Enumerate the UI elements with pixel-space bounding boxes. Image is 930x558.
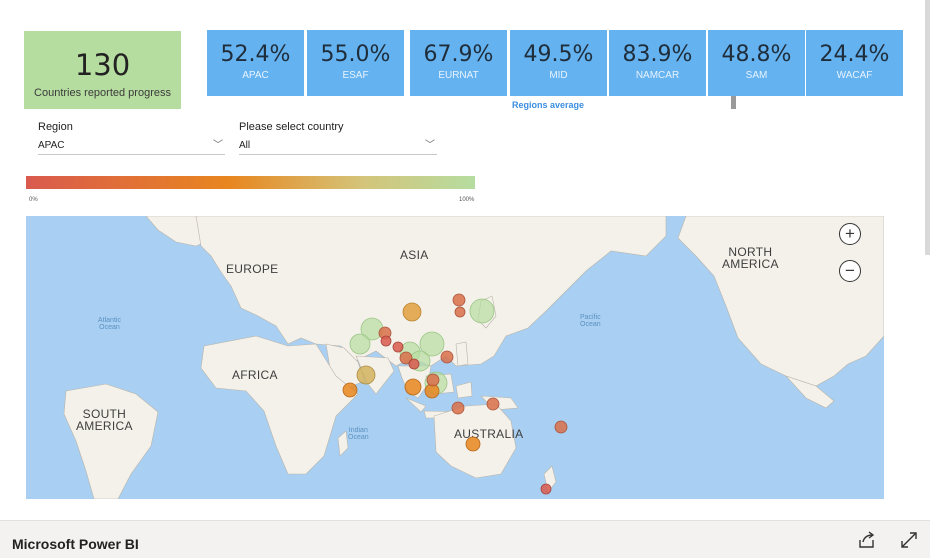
region-dropdown[interactable]: APAC ﹀ xyxy=(38,137,225,155)
region-dropdown-value: APAC xyxy=(38,140,65,151)
region-pct: 24.4% xyxy=(819,42,890,67)
world-map[interactable]: EUROPE ASIA NORTH AMERICA AFRICA SOUTH A… xyxy=(26,216,884,499)
country-bubble xyxy=(392,341,404,353)
country-bubble xyxy=(408,358,420,370)
country-bubble xyxy=(486,397,500,411)
chevron-down-icon: ﹀ xyxy=(213,140,223,151)
country-bubble xyxy=(349,333,371,355)
label-africa: AFRICA xyxy=(232,368,278,382)
page-scrollbar[interactable] xyxy=(925,0,930,255)
country-bubble xyxy=(419,331,445,357)
region-card-eurnat[interactable]: 67.9% EURNAT xyxy=(410,30,507,96)
region-name: APAC xyxy=(242,70,269,81)
region-pct: 67.9% xyxy=(423,42,494,67)
region-pct: 49.5% xyxy=(523,42,594,67)
region-name: WACAF xyxy=(836,70,873,81)
fullscreen-icon[interactable] xyxy=(898,529,920,551)
region-card-namcar[interactable]: 83.9% NAMCAR xyxy=(609,30,706,96)
country-bubble xyxy=(540,483,552,495)
label-south-america: SOUTH AMERICA xyxy=(76,407,133,433)
label-asia: ASIA xyxy=(400,248,429,262)
country-bubble xyxy=(426,373,440,387)
country-bubble xyxy=(380,335,392,347)
region-name: SAM xyxy=(745,70,768,81)
region-pct: 52.4% xyxy=(220,42,291,67)
country-slicer-title: Please select country xyxy=(239,121,344,133)
region-card-mid[interactable]: 49.5% MID xyxy=(510,30,607,96)
label-atlantic-ocean: Atlantic Ocean xyxy=(98,317,121,331)
color-scale-min: 0% xyxy=(29,197,38,203)
label-indian-ocean: Indian Ocean xyxy=(348,427,369,441)
regions-average-label: Regions average xyxy=(512,100,585,110)
footer-bar: Microsoft Power BI xyxy=(0,520,930,558)
region-card-esaf[interactable]: 55.0% ESAF xyxy=(307,30,404,96)
region-pct: 83.9% xyxy=(622,42,693,67)
region-card-sam[interactable]: 48.8% SAM xyxy=(708,30,805,96)
region-name: ESAF xyxy=(342,70,369,81)
countries-reported-card: 130 Countries reported progress xyxy=(24,31,181,109)
country-bubble xyxy=(402,302,422,322)
region-name: NAMCAR xyxy=(635,70,680,81)
label-pacific-ocean: Pacific Ocean xyxy=(580,314,601,328)
country-bubble xyxy=(454,306,466,318)
region-pct: 55.0% xyxy=(320,42,391,67)
country-dropdown[interactable]: All ﹀ xyxy=(239,137,437,155)
country-bubble xyxy=(465,436,481,452)
region-slicer-title: Region xyxy=(38,121,73,133)
countries-reported-label: Countries reported progress xyxy=(34,87,171,99)
country-bubble xyxy=(451,401,465,415)
country-dropdown-value: All xyxy=(239,140,251,151)
share-icon[interactable] xyxy=(856,529,878,551)
map-land-layer xyxy=(63,216,884,499)
zoom-in-button[interactable]: + xyxy=(839,223,861,245)
country-bubble xyxy=(356,365,376,385)
label-europe: EUROPE xyxy=(226,262,279,276)
kpi-scroll-handle[interactable] xyxy=(731,96,736,109)
label-north-america: NORTH AMERICA xyxy=(722,245,779,271)
region-name: EURNAT xyxy=(438,70,479,81)
color-scale-max: 100% xyxy=(459,197,475,203)
countries-reported-count: 130 xyxy=(74,48,131,82)
region-card-wacaf[interactable]: 24.4% WACAF xyxy=(806,30,903,96)
color-scale-bar xyxy=(26,176,475,189)
country-bubble xyxy=(440,350,454,364)
country-bubble xyxy=(399,351,413,365)
country-bubble xyxy=(554,420,568,434)
country-bubbles xyxy=(342,293,568,495)
brand-name: Microsoft Power BI xyxy=(12,536,139,552)
country-bubble xyxy=(452,293,466,307)
region-name: MID xyxy=(549,70,568,81)
country-bubble xyxy=(342,382,358,398)
country-bubble xyxy=(469,298,495,324)
region-card-apac[interactable]: 52.4% APAC xyxy=(207,30,304,96)
country-bubble xyxy=(404,378,422,396)
region-pct: 48.8% xyxy=(721,42,792,67)
chevron-down-icon: ﹀ xyxy=(425,140,435,151)
zoom-out-button[interactable]: − xyxy=(839,260,861,282)
